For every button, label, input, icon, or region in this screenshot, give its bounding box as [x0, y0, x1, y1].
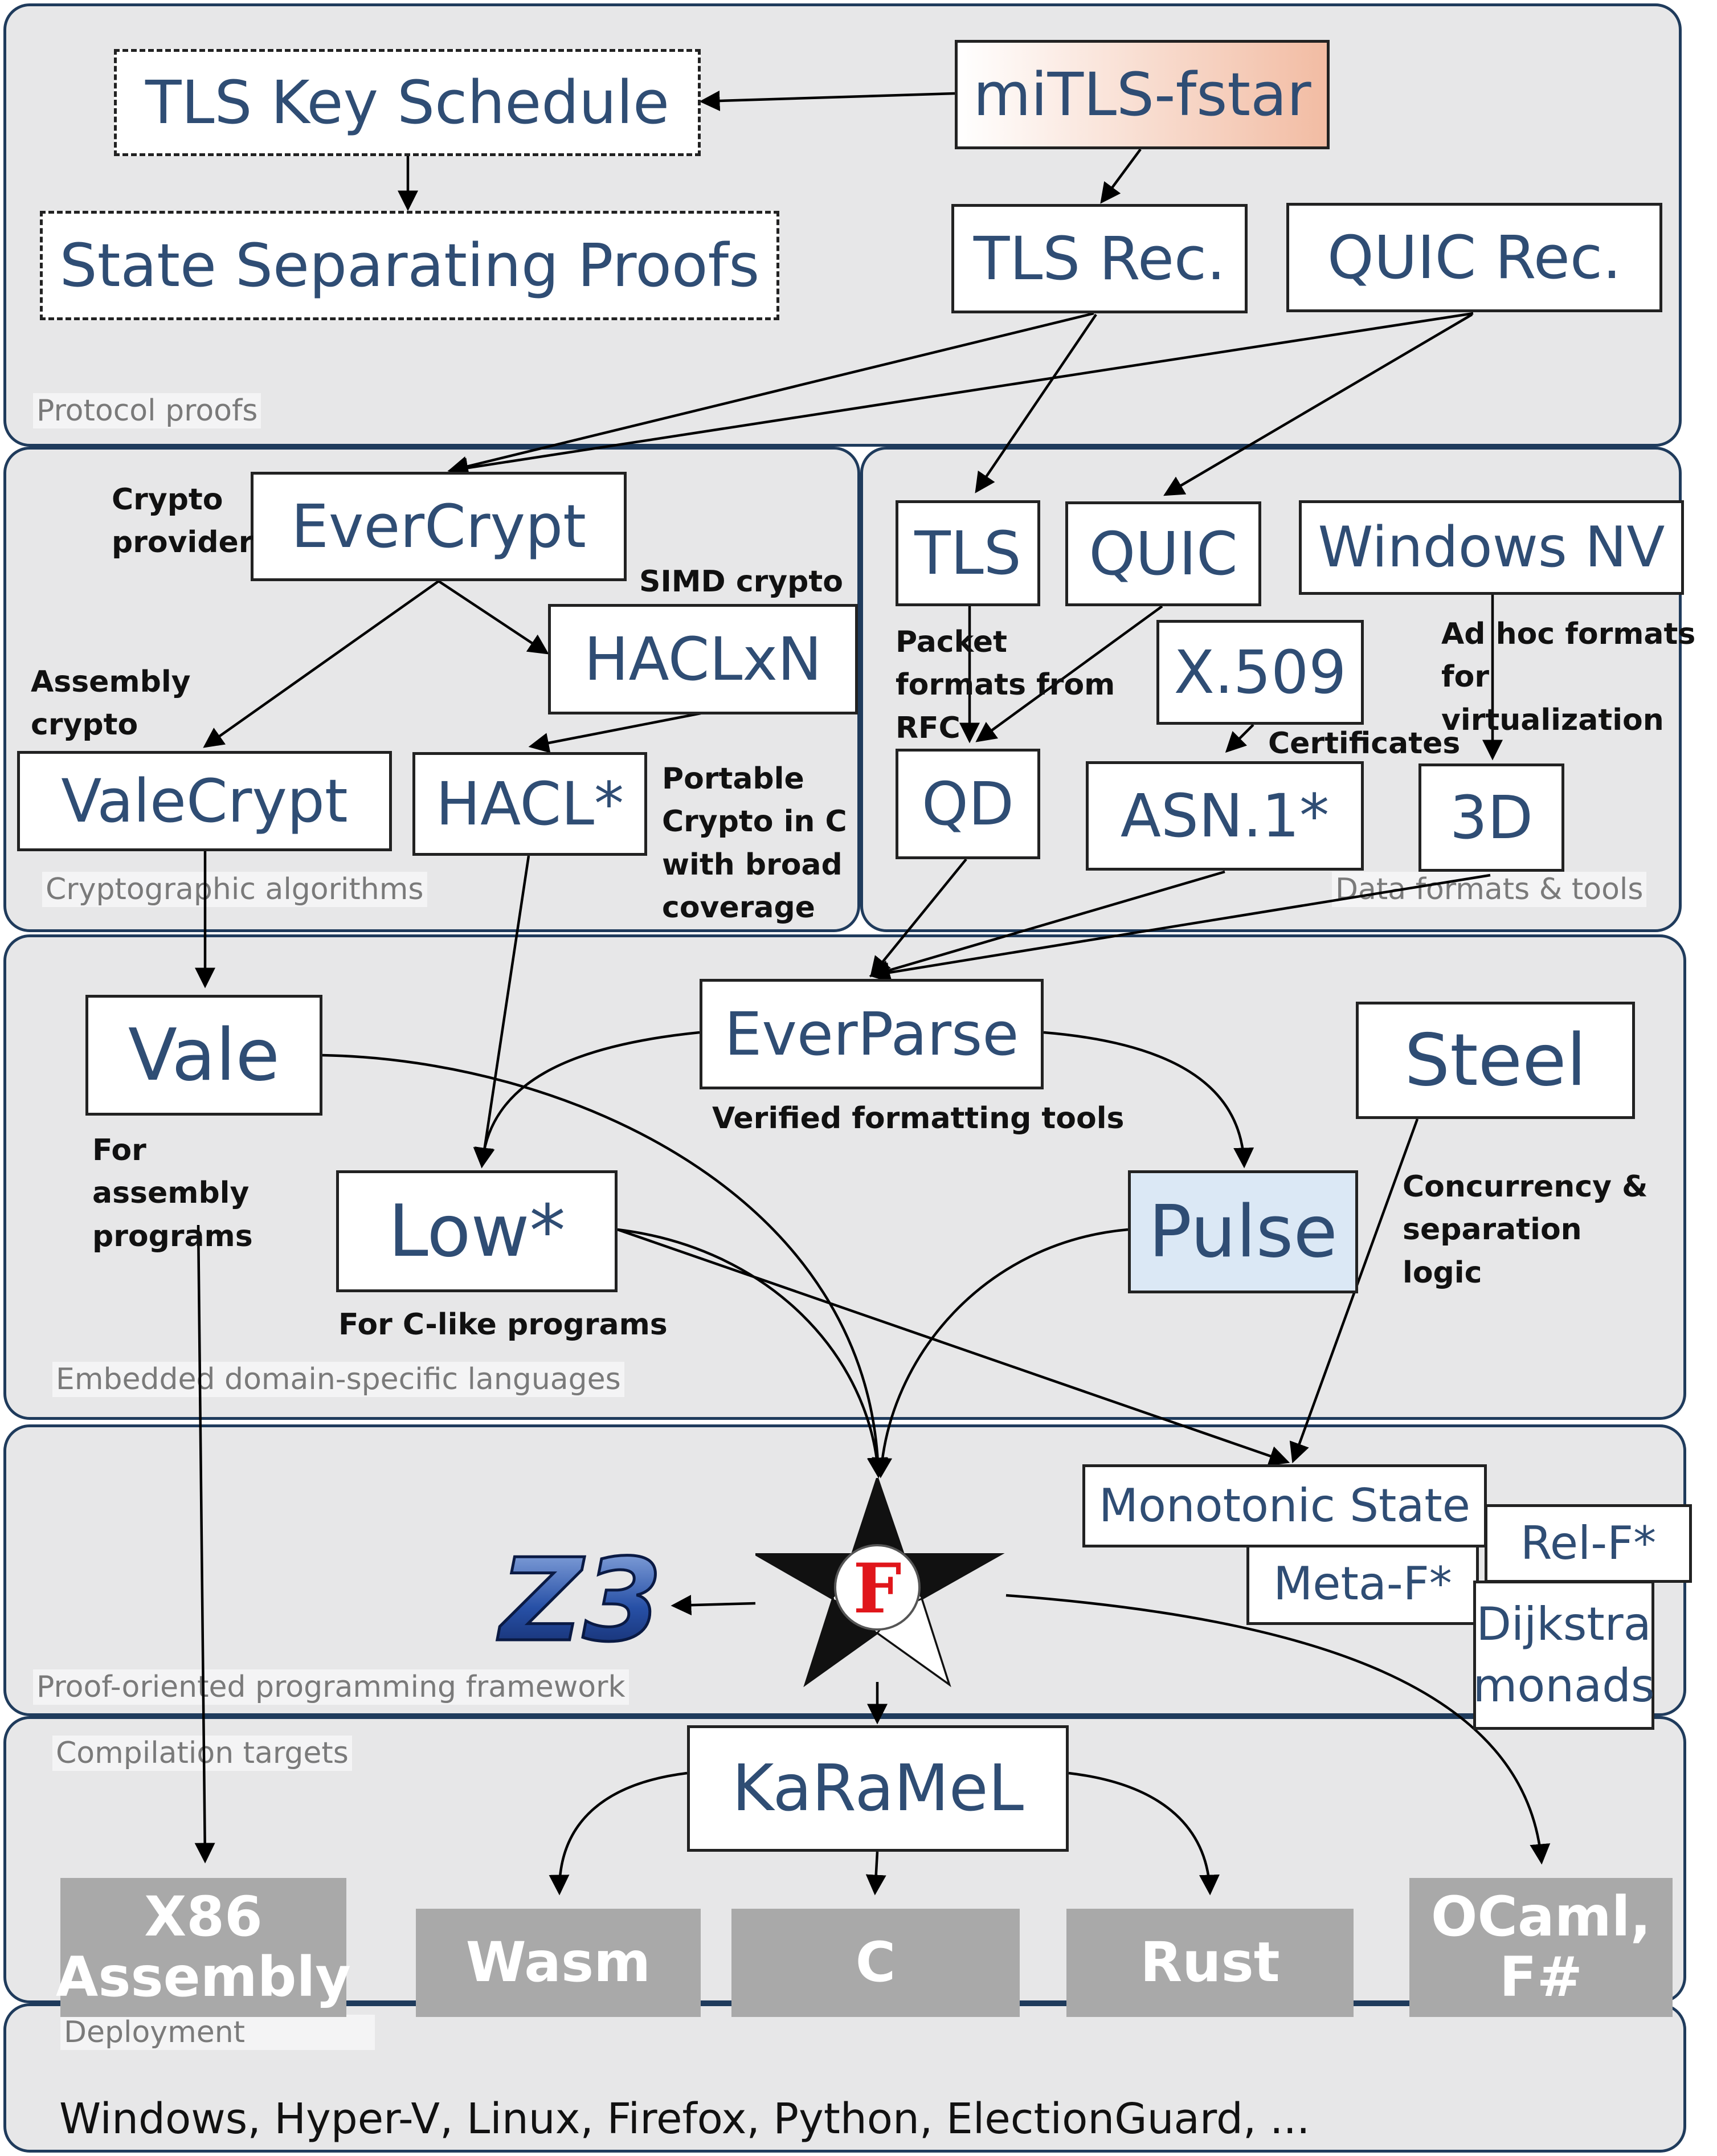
box-tls[interactable]: TLS: [896, 500, 1040, 606]
note-portable-crypto: Portable Crypto in C with broad coverage: [662, 762, 847, 925]
panel-label-protocol: Protocol proofs: [33, 393, 261, 429]
box-everparse[interactable]: EverParse: [700, 979, 1044, 1089]
panel-label-deployment: Deployment: [60, 2015, 375, 2051]
box-monotonic-state[interactable]: Monotonic State: [1082, 1464, 1487, 1547]
arrow-mitls-tlsrec: [1100, 148, 1142, 204]
arrow-haclxn-haclstar: [528, 712, 701, 753]
z3-logo: Z3: [494, 1533, 674, 1669]
note-verified-formatting: Verified formatting tools: [712, 1101, 1125, 1136]
note-packet-formats: Packet formats from RFC: [896, 625, 1115, 745]
box-asn1[interactable]: ASN.1*: [1086, 761, 1364, 871]
panel-label-data: Data formats & tools: [1332, 872, 1647, 908]
arrow-karamel-c: [865, 1851, 886, 1896]
panel-label-edsl: Embedded domain-specific languages: [52, 1362, 624, 1398]
fstar-logo-graphic: F: [751, 1474, 1005, 1688]
box-windows-nv[interactable]: Windows NV: [1299, 500, 1684, 595]
fstar-logo: F: [751, 1474, 1006, 1691]
note-simd-crypto: SIMD crypto: [639, 565, 843, 599]
box-lowstar[interactable]: Low*: [336, 1170, 618, 1292]
fstar-letter: F: [853, 1549, 901, 1629]
arrow-mitls-keyschedule: [699, 91, 955, 111]
note-concurrency: Concurrency & separation logic: [1403, 1170, 1648, 1290]
arrow-quicrec-quic: [1163, 313, 1473, 496]
box-haclstar[interactable]: HACL*: [412, 752, 647, 856]
arrow-lowstar-fstar: [617, 1228, 888, 1479]
box-haclxn[interactable]: HACLxN: [548, 604, 858, 714]
target-c[interactable]: C: [731, 1909, 1020, 2017]
note-crypto-provider: Crypto provider: [112, 483, 254, 560]
note-for-c-like: For C-like programs: [338, 1308, 668, 1342]
box-x509[interactable]: X.509: [1156, 620, 1364, 725]
fstar-circle: [834, 1544, 921, 1631]
box-karamel[interactable]: KaRaMeL: [687, 1725, 1069, 1852]
arrow-x509-asn1: [1225, 724, 1254, 753]
box-valecrypt[interactable]: ValeCrypt: [17, 751, 392, 851]
arrow-vale-x86: [194, 1224, 215, 1864]
arrow-karamel-wasm: [549, 1771, 688, 1896]
arrow-lowstar-monotonic: [617, 1228, 1290, 1466]
target-ocaml-fsharp[interactable]: OCaml, F#: [1409, 1878, 1673, 2017]
arrow-pulse-fstar: [872, 1228, 1129, 1479]
note-assembly-crypto: Assembly crypto: [31, 665, 191, 742]
arrow-quic-qd: [975, 605, 1163, 742]
arrow-everparse-lowstar: [473, 1031, 700, 1169]
target-rust[interactable]: Rust: [1066, 1909, 1354, 2017]
target-x86-assembly[interactable]: X86 Assembly: [56, 1878, 351, 2017]
arrow-vale-fstar: [322, 1054, 889, 1479]
panel-label-compilation: Compilation targets: [52, 1736, 352, 1771]
arrow-tlsrec-evercrypt: [447, 312, 1094, 477]
box-tls-rec[interactable]: TLS Rec.: [951, 204, 1248, 313]
box-state-separating-proofs[interactable]: State Separating Proofs: [40, 211, 779, 320]
note-for-assembly: For assembly programs: [92, 1133, 253, 1253]
arrow-quicrec-evercrypt: [447, 312, 1474, 479]
box-meta-f[interactable]: Meta-F*: [1246, 1543, 1479, 1625]
box-steel[interactable]: Steel: [1356, 1002, 1635, 1119]
arrow-asn1-everparse: [869, 870, 1225, 981]
box-quic[interactable]: QUIC: [1065, 501, 1261, 606]
box-quic-rec[interactable]: QUIC Rec.: [1286, 203, 1662, 312]
box-3d[interactable]: 3D: [1418, 763, 1564, 872]
box-dijkstra-monads[interactable]: Dijkstra monads: [1473, 1581, 1655, 1730]
panel-label-framework: Proof-oriented programming framework: [33, 1669, 629, 1705]
z3-logo-graphic: Z3: [496, 1533, 664, 1669]
arrow-evercrypt-haclxn: [438, 580, 549, 655]
arrow-everparse-pulse: [1043, 1031, 1254, 1169]
box-vale[interactable]: Vale: [85, 995, 322, 1116]
arrow-fstar-z3: [671, 1595, 756, 1616]
box-qd[interactable]: QD: [896, 749, 1040, 859]
arrow-3d-everparse: [869, 873, 1491, 983]
arrow-evercrypt-valecrypt: [203, 580, 440, 748]
box-pulse[interactable]: Pulse: [1128, 1170, 1358, 1293]
arrow-haclstar-lowstar: [474, 855, 530, 1169]
box-rel-f[interactable]: Rel-F*: [1485, 1504, 1692, 1583]
fstar-star-right: [904, 1554, 1000, 1599]
note-certificates: Certificates: [1268, 726, 1461, 761]
arrow-fstar-ocaml: [1005, 1594, 1551, 1865]
arrow-tlsrec-tls: [975, 313, 1097, 493]
note-adhoc-formats: Ad hoc formats for virtualization: [1441, 617, 1696, 737]
box-mitls-fstar[interactable]: miTLS-fstar: [955, 40, 1330, 149]
z3-logo-text: Z3: [497, 1534, 662, 1658]
arrow-qd-everparse: [870, 858, 967, 978]
arrow-karamel-rust: [1068, 1771, 1220, 1896]
panel-label-crypto: Cryptographic algorithms: [42, 872, 427, 908]
target-wasm[interactable]: Wasm: [416, 1909, 701, 2017]
box-tls-key-schedule[interactable]: TLS Key Schedule: [114, 49, 701, 156]
deployment-platforms: Windows, Hyper-V, Linux, Firefox, Python…: [59, 2094, 1310, 2143]
box-evercrypt[interactable]: EverCrypt: [251, 472, 627, 581]
fstar-star-left: [755, 1554, 852, 1599]
